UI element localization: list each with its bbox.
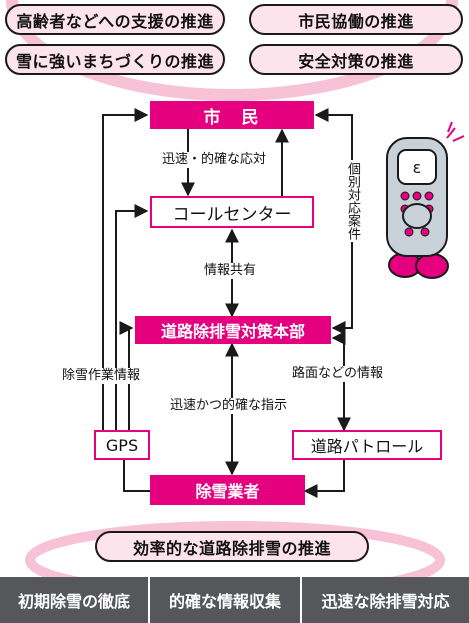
policy-info-collection: 的確な情報収集 [168,592,281,611]
goal-elderly-support: 高齢者などへの支援の推進 [5,4,225,35]
policy-bar: 初期除雪の徹底 的確な情報収集 迅速な除排雪対応 [0,577,469,623]
node-hq: 道路除排雪対策本部 [135,316,331,344]
mascot-phone-illustration: ε [386,121,465,279]
arrow-hq-patrol [331,331,351,432]
goal-citizen-collaboration: 市民協働の推進 [249,4,463,35]
label-quick-response: 迅速・的確な応対 [160,152,269,168]
node-call-center: コールセンター [150,196,314,228]
label-snow-work-info: 除雪作業情報 [60,368,143,384]
arrow-patrol-to-contractors [303,460,345,498]
policy-divider [300,577,302,623]
policy-divider [148,577,150,623]
policy-quick-response: 迅速な除排雪対応 [321,592,450,611]
label-individual-cases: 個別対応案件 [345,160,360,242]
goal-snow-resilient-town: 雪に強いまちづくりの推進 [5,44,225,75]
label-road-info: 路面などの情報 [290,366,386,382]
policy-initial-snow-removal: 初期除雪の徹底 [17,592,130,611]
line-gps-to-contractors [123,459,150,492]
svg-text:ε: ε [413,158,422,177]
node-snow-contractors: 除雪業者 [150,475,305,505]
arrow-gps-to-citizens [102,108,149,430]
arrow-gps-to-hq [119,321,134,430]
node-gps: GPS [94,430,150,460]
background-ring [6,0,458,101]
arrow-gps-to-callcenter [115,204,149,430]
label-info-sharing: 情報共有 [202,263,259,279]
node-citizens: 市 民 [150,101,314,129]
node-road-patrol: 道路パトロール [292,430,442,460]
goal-safety-measures: 安全対策の推進 [249,44,463,75]
label-quick-instructions: 迅速かつ的確な指示 [168,398,290,414]
goal-efficient-snow-removal: 効率的な道路除排雪の推進 [95,531,369,562]
